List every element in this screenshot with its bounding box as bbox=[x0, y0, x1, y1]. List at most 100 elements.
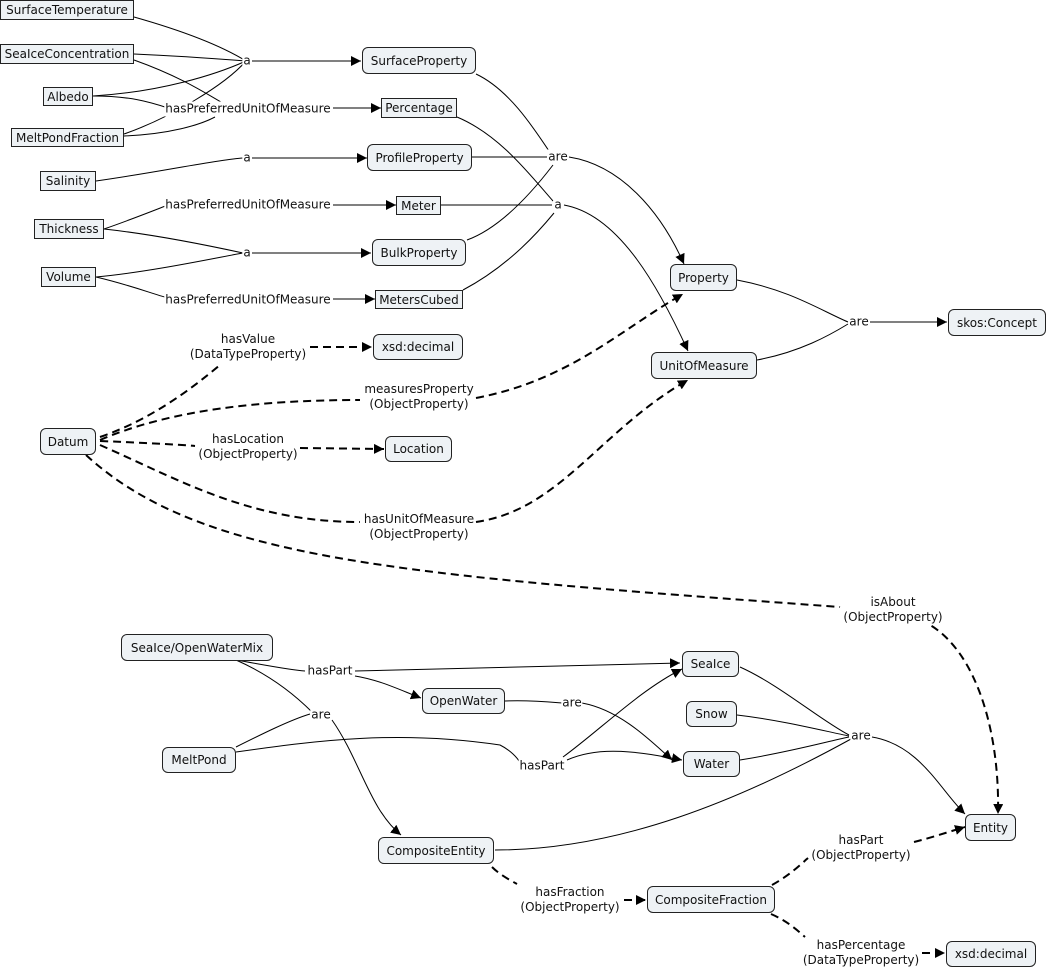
node-composite-fraction[interactable]: CompositeFraction bbox=[647, 886, 775, 913]
edge-meltpond-are bbox=[235, 713, 311, 748]
edge-albedo-unit bbox=[92, 95, 169, 109]
node-xsd-decimal-top[interactable]: xsd:decimal bbox=[373, 334, 463, 360]
node-melt-pond[interactable]: MeltPond bbox=[162, 747, 236, 773]
label-a-unit: a bbox=[553, 197, 563, 213]
label-has-part-melt: hasPart bbox=[518, 758, 566, 774]
node-unit-of-measure[interactable]: UnitOfMeasure bbox=[651, 352, 757, 379]
node-entity[interactable]: Entity bbox=[965, 814, 1016, 841]
edge-compositeentity-hasfraction bbox=[491, 866, 518, 885]
edge-meltpond-haspart bbox=[235, 736, 521, 764]
edge-are-entity bbox=[871, 736, 966, 815]
edge-haspart-seaice-2 bbox=[562, 668, 683, 758]
label-has-unit-of-measure: hasUnitOfMeasure (ObjectProperty) bbox=[362, 512, 476, 542]
node-snow[interactable]: Snow bbox=[686, 701, 737, 727]
edge-surfaceproperty-are bbox=[475, 73, 554, 158]
edge-mpf-unit bbox=[123, 116, 216, 137]
edge-salinity bbox=[95, 157, 244, 182]
edge-percentage-a bbox=[456, 116, 554, 202]
node-composite-entity[interactable]: CompositeEntity bbox=[378, 837, 494, 864]
node-water[interactable]: Water bbox=[683, 751, 740, 777]
node-datum[interactable]: Datum bbox=[40, 428, 96, 455]
label-are-water: are bbox=[561, 695, 583, 711]
edge-volume-unit bbox=[95, 276, 169, 299]
edge-unitofmeasure-are bbox=[756, 323, 849, 361]
edge-haspart-seaice bbox=[354, 658, 681, 672]
edge-snow-are bbox=[736, 714, 850, 737]
node-meter[interactable]: Meter bbox=[396, 196, 441, 215]
edge-are-property bbox=[568, 156, 685, 265]
label-has-value: hasValue (DataTypeProperty) bbox=[188, 332, 308, 362]
edge-thickness-unit bbox=[103, 204, 169, 230]
label-has-percentage: hasPercentage (DataTypeProperty) bbox=[801, 938, 921, 968]
edge-mix-haspart bbox=[235, 659, 306, 672]
label-has-location: hasLocation (ObjectProperty) bbox=[197, 432, 299, 462]
node-property[interactable]: Property bbox=[670, 264, 737, 291]
label-is-about: isAbout (ObjectProperty) bbox=[842, 595, 944, 625]
edge-hasunitofmeasure-unit bbox=[475, 379, 689, 523]
label-has-part-object: hasPart (ObjectProperty) bbox=[810, 833, 912, 863]
node-percentage[interactable]: Percentage bbox=[381, 98, 457, 118]
node-sea-ice-open-water-mix[interactable]: SeaIce/OpenWaterMix bbox=[121, 634, 273, 661]
label-are-concept: are bbox=[848, 314, 870, 330]
edge-mix-are bbox=[235, 659, 313, 713]
node-open-water[interactable]: OpenWater bbox=[422, 688, 505, 714]
edge-haspart-entity bbox=[913, 825, 966, 843]
node-bulk-property[interactable]: BulkProperty bbox=[372, 239, 466, 266]
edge-openwater-are bbox=[504, 700, 563, 704]
node-melt-pond-fraction[interactable]: MeltPondFraction bbox=[11, 128, 124, 147]
edge-bulkproperty-are bbox=[466, 164, 554, 241]
label-are-entity: are bbox=[850, 728, 872, 744]
edge-are-compositeentity bbox=[331, 719, 402, 836]
edge-datum-haslocation bbox=[99, 440, 196, 447]
edge-haspart-water bbox=[566, 750, 683, 764]
node-skos-concept[interactable]: skos:Concept bbox=[948, 309, 1046, 336]
node-profile-property[interactable]: ProfileProperty bbox=[367, 144, 472, 171]
node-sea-ice-concentration[interactable]: SeaIceConcentration bbox=[0, 44, 134, 64]
label-has-part-mix: hasPart bbox=[306, 663, 354, 679]
label-has-pref-unit-meters-cubed: hasPreferredUnitOfMeasure bbox=[164, 292, 332, 308]
label-are-property: are bbox=[547, 149, 569, 165]
edge-meterscubed-a bbox=[462, 212, 555, 291]
label-has-fraction: hasFraction (ObjectProperty) bbox=[519, 885, 621, 915]
node-sea-ice[interactable]: SeaIce bbox=[682, 651, 739, 677]
node-volume[interactable]: Volume bbox=[41, 267, 96, 287]
label-are-composite: are bbox=[310, 707, 332, 723]
edge-property-are bbox=[736, 279, 849, 323]
label-measures-property: measuresProperty (ObjectProperty) bbox=[363, 382, 475, 412]
edge-datum-isabout bbox=[85, 454, 841, 608]
edge-datum-measuresproperty bbox=[99, 399, 361, 441]
edge-sea-ice-concentration bbox=[133, 53, 247, 62]
edge-seaice-are bbox=[739, 666, 850, 736]
node-location[interactable]: Location bbox=[385, 436, 452, 462]
edge-surface-temperature bbox=[133, 16, 247, 62]
edge-measuresproperty-property bbox=[475, 293, 684, 399]
node-surface-property[interactable]: SurfaceProperty bbox=[362, 47, 476, 74]
label-a-profile: a bbox=[242, 150, 252, 166]
edge-compositefraction-haspart bbox=[771, 857, 809, 886]
edge-datum-hasvalue bbox=[99, 364, 221, 438]
edge-haslocation-location bbox=[299, 443, 385, 454]
edge-melt-pond-fraction bbox=[123, 60, 247, 135]
edge-compositefraction-haspercentage bbox=[770, 913, 806, 938]
edge-water-are bbox=[739, 736, 850, 761]
label-a-surface: a bbox=[242, 53, 252, 69]
node-thickness[interactable]: Thickness bbox=[34, 219, 104, 239]
edge-compositeentity-are bbox=[494, 738, 852, 851]
node-surface-temperature[interactable]: SurfaceTemperature bbox=[0, 0, 134, 20]
edge-volume-a bbox=[95, 252, 244, 278]
edge-isabout-entity bbox=[919, 619, 1004, 815]
edge-are-water bbox=[581, 702, 673, 761]
edge-haspart-openwater bbox=[354, 675, 422, 700]
label-has-pref-unit-percentage: hasPreferredUnitOfMeasure bbox=[164, 101, 332, 117]
node-meters-cubed[interactable]: MetersCubed bbox=[375, 290, 463, 309]
edge-albedo bbox=[92, 60, 247, 97]
node-salinity[interactable]: Salinity bbox=[40, 171, 96, 191]
label-has-pref-unit-meter: hasPreferredUnitOfMeasure bbox=[164, 197, 332, 213]
edge-datum-hasunitofmeasure bbox=[99, 444, 361, 523]
node-albedo[interactable]: Albedo bbox=[43, 87, 93, 106]
edge-a-unitofmeasure bbox=[563, 204, 689, 352]
node-xsd-decimal-bottom[interactable]: xsd:decimal bbox=[946, 941, 1036, 967]
edge-thickness-a bbox=[103, 228, 244, 254]
